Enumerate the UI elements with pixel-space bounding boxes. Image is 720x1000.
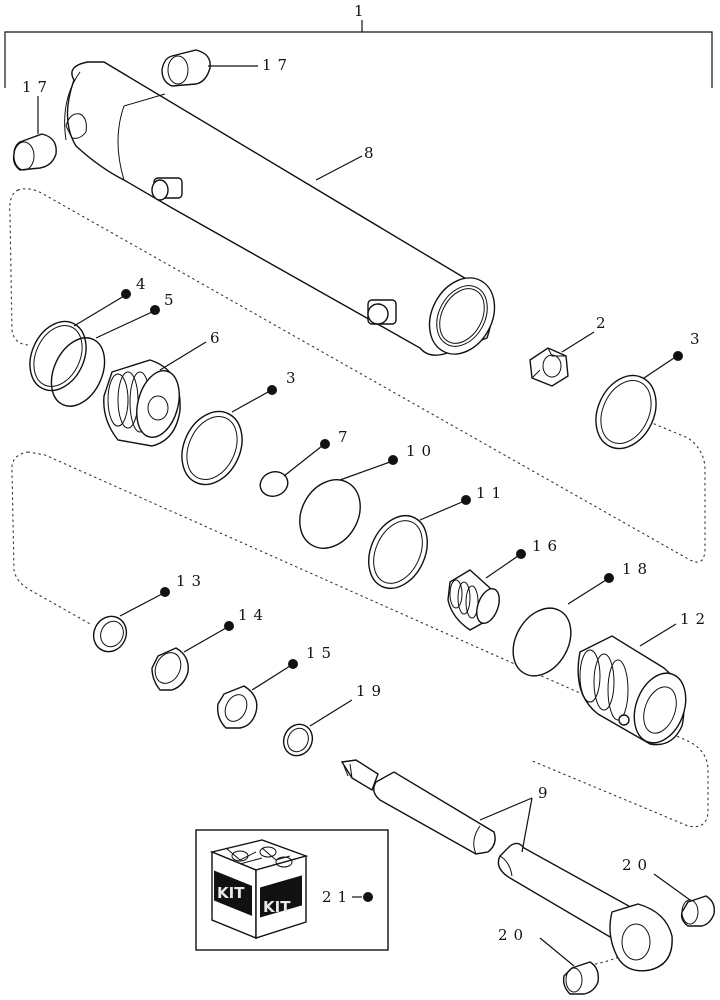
callout-3-right: 3: [690, 330, 706, 348]
callout-18: 18: [622, 560, 653, 578]
seal-19: [282, 723, 314, 757]
assembly-bracket: [4, 20, 713, 88]
bushing-20-right: [680, 895, 716, 927]
seal-15: [216, 685, 258, 729]
bushing-20-bottom: [562, 961, 600, 995]
o-ring-10: [299, 479, 361, 549]
gland-group-outline: [11, 451, 709, 828]
callout-12: 12: [680, 610, 711, 628]
callout-5: 5: [164, 291, 180, 309]
callout-6: 6: [210, 329, 226, 347]
kit-box-panel: KIT KIT: [195, 829, 389, 951]
ring-4: [29, 320, 87, 392]
nut-2: [529, 347, 569, 387]
ring-5: [50, 337, 106, 407]
cylinder-barrel: [64, 61, 496, 356]
seal-14: [151, 647, 189, 691]
callout-20-bottom: 20: [498, 926, 529, 944]
callout-14: 14: [238, 606, 269, 624]
callout-13: 13: [176, 572, 207, 590]
callout-7: 7: [338, 428, 354, 446]
callout-17-left: 17: [22, 78, 53, 96]
callout-4: 4: [136, 275, 152, 293]
callout-8: 8: [364, 144, 380, 162]
bushing-17-top: [161, 49, 211, 87]
piston-rod-9: [340, 759, 673, 972]
callout-19: 19: [356, 682, 387, 700]
callout-9: 9: [538, 784, 554, 802]
kit-word-right: KIT: [263, 898, 291, 916]
callout-15: 15: [306, 644, 337, 662]
kit-word-left: KIT: [217, 884, 245, 902]
callout-3-left: 3: [286, 369, 302, 387]
ring-3-right: [595, 374, 657, 450]
callout-16: 16: [532, 537, 563, 555]
bushing-17-left: [12, 133, 57, 171]
callout-11: 11: [476, 484, 507, 502]
callout-17-top: 17: [262, 56, 293, 74]
callout-20-right: 20: [622, 856, 653, 874]
callout-21: 21: [322, 888, 353, 906]
ring-11: [368, 515, 428, 589]
seal-13: [92, 615, 128, 653]
o-ring-7: [259, 471, 289, 497]
callout-10: 10: [406, 442, 437, 460]
ring-3-left: [181, 410, 243, 486]
o-ring-18: [512, 607, 572, 677]
wiper-16: [447, 569, 500, 631]
gland-12: [577, 635, 687, 746]
piston-group-outline: [9, 188, 706, 563]
callout-2: 2: [596, 314, 612, 332]
callout-1: 1: [354, 2, 370, 20]
piston-6: [103, 359, 181, 447]
